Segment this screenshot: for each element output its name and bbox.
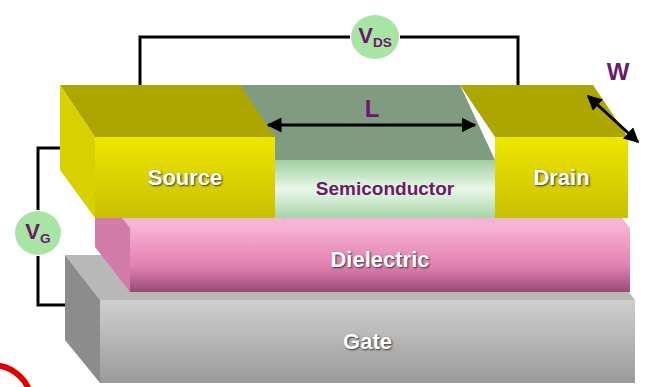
length-label: L xyxy=(365,95,380,123)
wire xyxy=(38,256,65,305)
gate-front xyxy=(100,300,635,383)
drain-electrode: Drain xyxy=(460,85,628,218)
source-block xyxy=(60,85,275,218)
drain-front xyxy=(495,137,628,218)
drain-block xyxy=(460,85,628,218)
length-arrow xyxy=(268,124,475,127)
voltage-label: VG xyxy=(25,219,50,246)
symbol: V xyxy=(358,23,373,48)
symbol: V xyxy=(25,219,40,244)
voltage-circle: VDS xyxy=(350,14,400,60)
gate-side xyxy=(65,255,100,383)
voltage-label: VDS xyxy=(358,23,392,50)
wire xyxy=(140,37,350,85)
layer-label: Dielectric xyxy=(330,247,429,273)
semiconductor-block xyxy=(240,85,495,218)
layer-label: Drain xyxy=(533,165,589,191)
width-arrow xyxy=(588,96,638,142)
layer-label: Semiconductor xyxy=(316,178,454,200)
gate-electrode: Gate xyxy=(65,255,635,383)
subscript: DS xyxy=(373,36,392,51)
width-label: W xyxy=(607,58,630,86)
source-electrode: Source xyxy=(60,85,275,218)
voltage-circle: VG xyxy=(14,210,62,256)
layer-label: Gate xyxy=(343,329,392,355)
source-top xyxy=(60,85,275,137)
source-front xyxy=(95,137,275,218)
layer-label: Source xyxy=(148,165,223,191)
wire xyxy=(38,148,60,210)
semiconductor-layer: Semiconductor xyxy=(275,160,495,218)
semiconductor-front xyxy=(275,160,495,218)
source-side xyxy=(60,85,95,218)
semiconductor-top xyxy=(240,85,495,160)
circle-fill xyxy=(15,211,61,255)
corner-arc xyxy=(0,365,32,387)
subscript: G xyxy=(40,232,51,247)
circle-fill xyxy=(351,15,399,59)
wire xyxy=(400,37,518,85)
dielectric-layer: Dielectric xyxy=(95,183,630,292)
dielectric-front xyxy=(130,228,630,292)
